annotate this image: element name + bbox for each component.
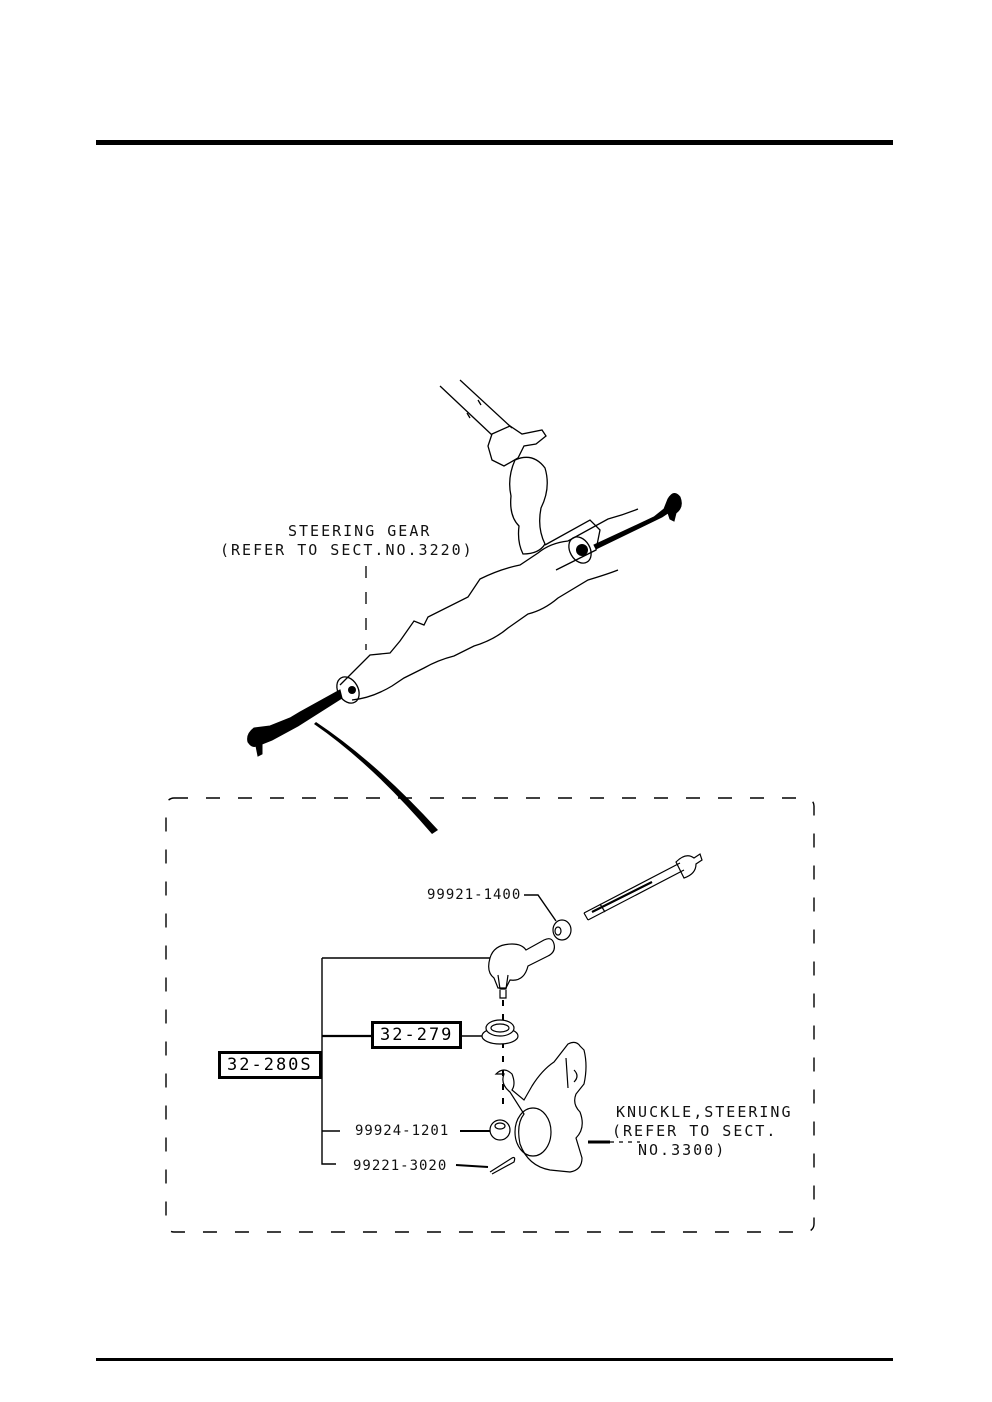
part-number-tie-rod-end: 32-279: [371, 1021, 463, 1049]
part-number-kit-assy: 32-280S: [218, 1051, 322, 1079]
rack-end-hole-right: [576, 544, 588, 556]
inner-tie-rod: [583, 853, 703, 921]
dust-boot: [481, 1019, 519, 1045]
cotter-pin: [489, 1156, 516, 1175]
knuckle-reference-line2: NO.3300): [638, 1141, 727, 1159]
tie-rod-left: [247, 689, 343, 757]
steering-column-shaft: [439, 379, 513, 436]
detail-callout-arrow: [314, 722, 438, 834]
steering-gear-label: STEERING GEAR: [288, 522, 432, 540]
part-number-jam-nut: 99921-1400: [424, 887, 525, 903]
tie-rod-end: [488, 938, 555, 999]
tie-rod-right: [593, 493, 682, 550]
steering-rack-body: [336, 508, 639, 704]
jam-nut: [552, 919, 572, 941]
header-rule: [96, 140, 893, 145]
leader-lines: [312, 894, 557, 1168]
rack-end-hole-left: [348, 686, 356, 694]
part-number-cotter-pin: 99221-3020: [350, 1158, 451, 1174]
steering-gear-reference: (REFER TO SECT.NO.3220): [220, 541, 474, 559]
knuckle-reference-line1: (REFER TO SECT.: [612, 1122, 778, 1140]
detail-view-frame: [165, 797, 815, 1233]
part-number-castle-nut: 99924-1201: [352, 1123, 453, 1139]
footer-rule: [96, 1358, 893, 1361]
pinion-housing: [487, 425, 548, 555]
knuckle-label: KNUCKLE,STEERING: [616, 1103, 793, 1121]
steering-knuckle: [494, 1041, 640, 1173]
castle-nut: [489, 1119, 511, 1141]
